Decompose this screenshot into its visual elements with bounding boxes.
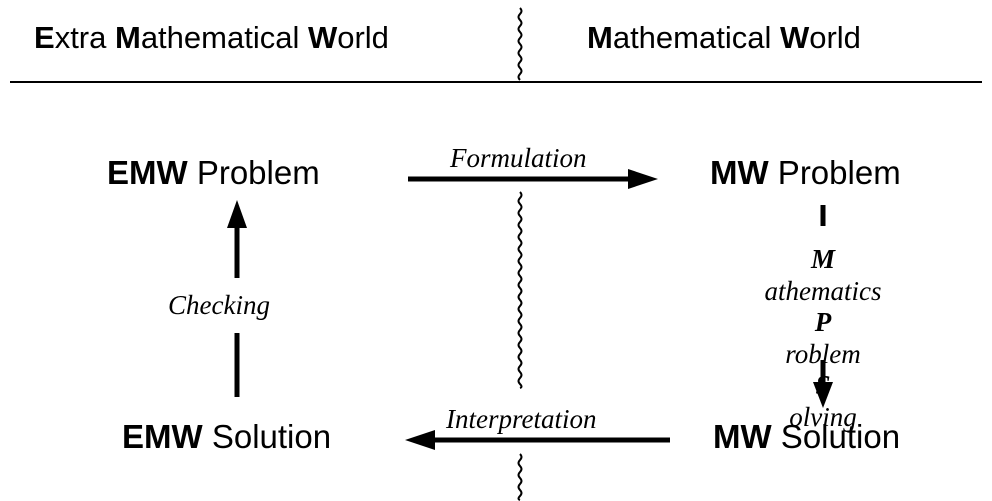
emw-problem-node: EMW Problem (107, 154, 320, 191)
extra-mathematical-world-heading: Extra Mathematical World (34, 20, 389, 55)
interpretation-label: Interpretation (446, 404, 597, 434)
emw-solution-node: EMW Solution (122, 418, 332, 455)
mw-problem-node: MW Problem (710, 154, 901, 191)
formulation-arrowhead (628, 169, 658, 189)
formulation-label: Formulation (450, 143, 587, 173)
checking-arrowhead (227, 200, 247, 228)
world-divider-top (517, 7, 523, 81)
interpretation-arrowhead (405, 430, 435, 450)
mw-solution-node: MW Solution (713, 418, 901, 455)
solving-arrowhead (813, 382, 833, 408)
world-divider-bottom (517, 453, 523, 501)
world-divider-middle (517, 191, 523, 389)
mathematical-world-heading: Mathematical World (587, 20, 861, 55)
checking-label: Checking (168, 290, 270, 320)
